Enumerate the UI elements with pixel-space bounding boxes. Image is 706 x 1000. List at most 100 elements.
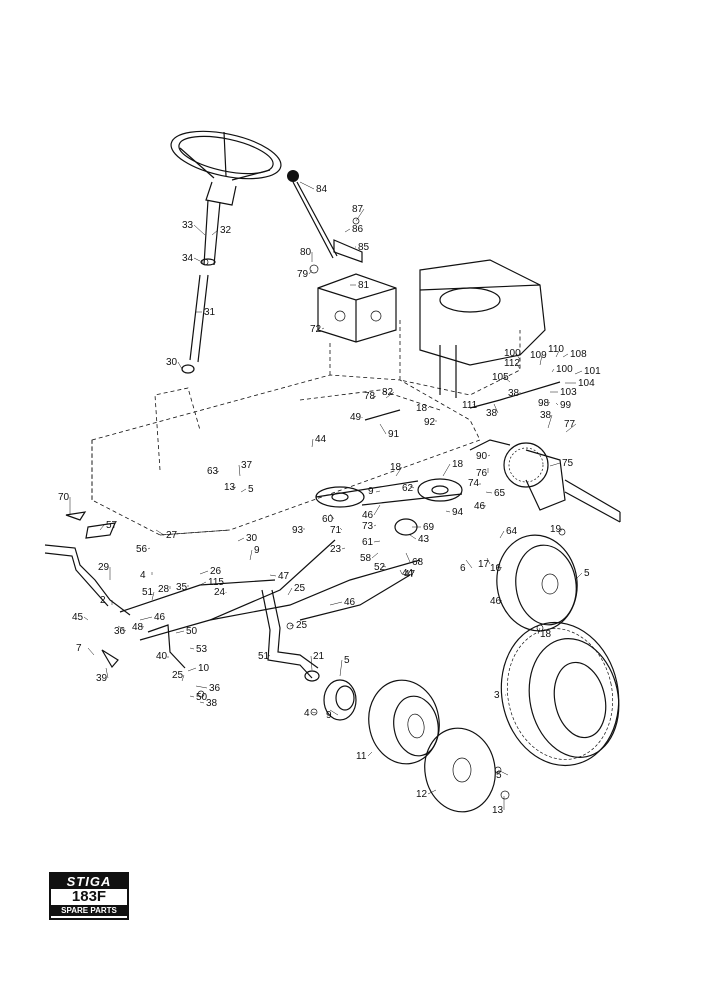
steering-column bbox=[181, 199, 221, 374]
callout-9: 9 bbox=[368, 486, 381, 497]
part-number-label: 16 bbox=[490, 563, 502, 574]
part-number-label: 76 bbox=[476, 468, 488, 479]
callout-75: 75 bbox=[549, 458, 574, 469]
callout-5: 5 bbox=[574, 568, 590, 581]
part-number-label: 10 bbox=[198, 663, 210, 674]
leader-line bbox=[551, 368, 555, 373]
leader-line bbox=[497, 769, 509, 776]
callout-3: 3 bbox=[494, 690, 506, 701]
part-number-label: 25 bbox=[294, 583, 306, 594]
part-number-label: 51 bbox=[258, 651, 270, 662]
leader-line bbox=[493, 403, 499, 414]
leader-line bbox=[465, 559, 473, 569]
front-hub bbox=[323, 679, 357, 721]
callout-111: 111 bbox=[462, 400, 478, 411]
leader-line bbox=[87, 647, 95, 656]
callout-77: 77 bbox=[564, 419, 577, 433]
part-number-label: 36 bbox=[114, 626, 126, 637]
callout-31: 31 bbox=[196, 307, 216, 318]
callout-40: 40 bbox=[156, 651, 169, 662]
part-number-label: 63 bbox=[207, 466, 219, 477]
part-number-label: 108 bbox=[570, 349, 587, 360]
leader-line bbox=[193, 224, 206, 236]
part-number-label: 115 bbox=[208, 577, 224, 588]
leader-line bbox=[409, 485, 415, 489]
leader-line bbox=[99, 524, 105, 531]
part-number-label: 71 bbox=[330, 525, 342, 536]
part-number-label: 47 bbox=[404, 569, 416, 580]
callout-115: 115 bbox=[199, 577, 224, 588]
part-number-label: 103 bbox=[560, 387, 577, 398]
fasteners bbox=[197, 217, 566, 800]
leader-line bbox=[117, 625, 127, 632]
part-number-label: 47 bbox=[278, 571, 290, 582]
callout-25: 25 bbox=[287, 583, 306, 596]
callout-86: 86 bbox=[344, 224, 364, 235]
part-number-label: 58 bbox=[360, 553, 372, 564]
part-number-label: 50 bbox=[196, 692, 208, 703]
part-number-label: 37 bbox=[241, 460, 253, 471]
callout-25: 25 bbox=[289, 620, 308, 631]
callout-105: 105 bbox=[492, 372, 511, 383]
leader-line bbox=[547, 414, 553, 429]
part-number-label: 12 bbox=[416, 789, 428, 800]
part-number-label: 9 bbox=[326, 710, 332, 721]
callout-12: 12 bbox=[416, 789, 437, 800]
part-number-label: 32 bbox=[220, 225, 232, 236]
leader-line bbox=[399, 569, 403, 575]
part-number-label: 33 bbox=[182, 220, 194, 231]
part-number-label: 38 bbox=[206, 698, 218, 709]
leader-line bbox=[367, 751, 373, 757]
rear-rim bbox=[496, 534, 578, 632]
part-number-label: 5 bbox=[496, 770, 502, 781]
callout-92: 92 bbox=[424, 417, 437, 428]
callout-28: 28 bbox=[158, 584, 171, 595]
part-number-label: 18 bbox=[416, 403, 428, 414]
callout-24: 24 bbox=[214, 587, 227, 598]
callout-4: 4 bbox=[140, 570, 153, 581]
leader-line bbox=[559, 528, 563, 533]
leader-line bbox=[339, 659, 343, 677]
leader-line bbox=[189, 647, 195, 650]
part-number-label: 18 bbox=[540, 629, 552, 640]
callout-36: 36 bbox=[195, 683, 221, 694]
callout-13: 13 bbox=[224, 482, 237, 493]
leader-line bbox=[195, 685, 208, 689]
callout-99: 99 bbox=[555, 400, 572, 411]
part-number-label: 56 bbox=[136, 544, 148, 555]
part-number-label: 21 bbox=[313, 651, 325, 662]
leader-line bbox=[231, 486, 237, 489]
part-number-label: 65 bbox=[494, 488, 506, 499]
gearbox bbox=[317, 273, 397, 343]
part-number-label: 72 bbox=[310, 324, 322, 335]
callout-30: 30 bbox=[237, 533, 258, 544]
leader-line bbox=[329, 709, 339, 716]
callout-37: 37 bbox=[238, 460, 253, 477]
part-number-label: 109 bbox=[530, 350, 547, 361]
callout-81: 81 bbox=[350, 280, 370, 291]
callout-46: 46 bbox=[139, 612, 166, 623]
part-number-label: 25 bbox=[172, 670, 184, 681]
callout-23: 23 bbox=[330, 544, 346, 555]
leader-line bbox=[339, 527, 343, 531]
part-number-label: 5 bbox=[344, 655, 350, 666]
leader-line bbox=[311, 438, 314, 448]
part-number-label: 44 bbox=[402, 568, 414, 579]
part-number-label: 36 bbox=[209, 683, 221, 694]
leader-line bbox=[427, 789, 437, 795]
callout-46: 46 bbox=[362, 504, 381, 521]
leader-line bbox=[371, 395, 377, 399]
callout-98: 98 bbox=[538, 398, 551, 409]
logo-subtitle: SPARE PARTS bbox=[61, 906, 117, 915]
callout-62: 62 bbox=[402, 483, 415, 494]
callout-38: 38 bbox=[540, 410, 553, 429]
callout-4: 4 bbox=[304, 708, 317, 719]
part-number-label: 79 bbox=[297, 269, 309, 280]
callout-38: 38 bbox=[199, 698, 218, 709]
callout-49: 49 bbox=[350, 412, 363, 423]
part-number-label: 43 bbox=[418, 534, 430, 545]
part-number-label: 61 bbox=[362, 537, 374, 548]
part-number-label: 53 bbox=[196, 644, 208, 655]
callout-87: 87 bbox=[352, 204, 365, 222]
callout-30: 30 bbox=[166, 357, 183, 370]
